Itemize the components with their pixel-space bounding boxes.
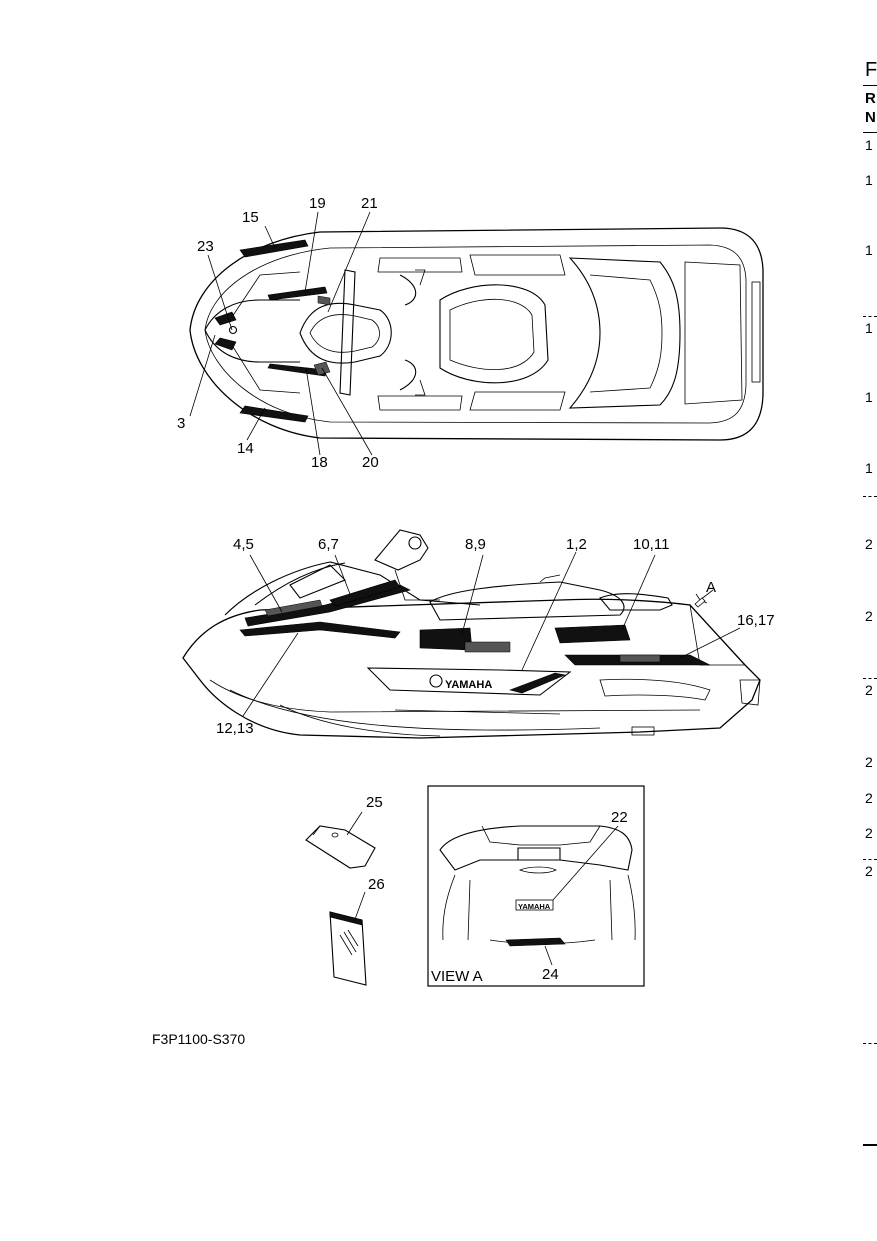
clipped-parts-table-edge: F R N 1 1 1 1 1 1 2 2 2 2 2 2 2 (863, 0, 877, 1241)
edge-row: 1 (865, 389, 873, 405)
side-view-callouts: 4,5 6,7 8,9 1,2 10,11 16,17 12,13 A YAMA… (216, 536, 775, 737)
loose-items-callouts: 25 26 (366, 794, 385, 893)
edge-row: 2 (865, 825, 873, 841)
edge-row: 1 (865, 137, 873, 153)
edge-row: 2 (865, 754, 873, 770)
top-view-callouts: 15 19 21 23 3 14 18 20 (177, 195, 379, 471)
edge-row: 2 (865, 536, 873, 552)
callout-12-13: 12,13 (216, 720, 254, 737)
callout-14: 14 (237, 440, 254, 457)
edge-row: 1 (865, 320, 873, 336)
callout-26: 26 (368, 876, 385, 893)
view-a-box: YAMAHA (427, 785, 645, 987)
edge-row: 1 (865, 172, 873, 188)
loose-items-drawing (305, 811, 376, 986)
edge-header-n: N (865, 109, 876, 126)
edge-row: 1 (865, 460, 873, 476)
side-view-drawing (182, 529, 761, 739)
callout-16-17: 16,17 (737, 612, 775, 629)
figure-code: F3P1100-S370 (152, 1031, 246, 1047)
arrow-label-a: A (706, 579, 716, 596)
edge-row: 2 (865, 790, 873, 806)
callout-18: 18 (311, 454, 328, 471)
edge-row: 2 (865, 863, 873, 879)
edge-row: 2 (865, 608, 873, 624)
callout-8-9: 8,9 (465, 536, 486, 553)
callout-20: 20 (362, 454, 379, 471)
callout-21: 21 (361, 195, 378, 212)
callout-4-5: 4,5 (233, 536, 254, 553)
edge-header-r: R (865, 90, 876, 107)
callout-19: 19 (309, 195, 326, 212)
view-a-callouts: 22 24 VIEW A (431, 809, 628, 985)
side-yamaha-logo: YAMAHA (445, 679, 492, 691)
callout-15: 15 (242, 209, 259, 226)
view-a-yamaha-label: YAMAHA (518, 902, 551, 911)
edge-row: 2 (865, 682, 873, 698)
callout-6-7: 6,7 (318, 536, 339, 553)
view-a-label: VIEW A (431, 968, 483, 985)
edge-row: 1 (865, 242, 873, 258)
callout-24: 24 (542, 966, 559, 983)
callout-1-2: 1,2 (566, 536, 587, 553)
callout-3: 3 (177, 415, 185, 432)
callout-23: 23 (197, 238, 214, 255)
callout-22: 22 (611, 809, 628, 826)
top-view-drawing (189, 211, 764, 456)
edge-header-f: F (865, 59, 877, 81)
callout-10-11: 10,11 (633, 536, 669, 553)
callout-25: 25 (366, 794, 383, 811)
